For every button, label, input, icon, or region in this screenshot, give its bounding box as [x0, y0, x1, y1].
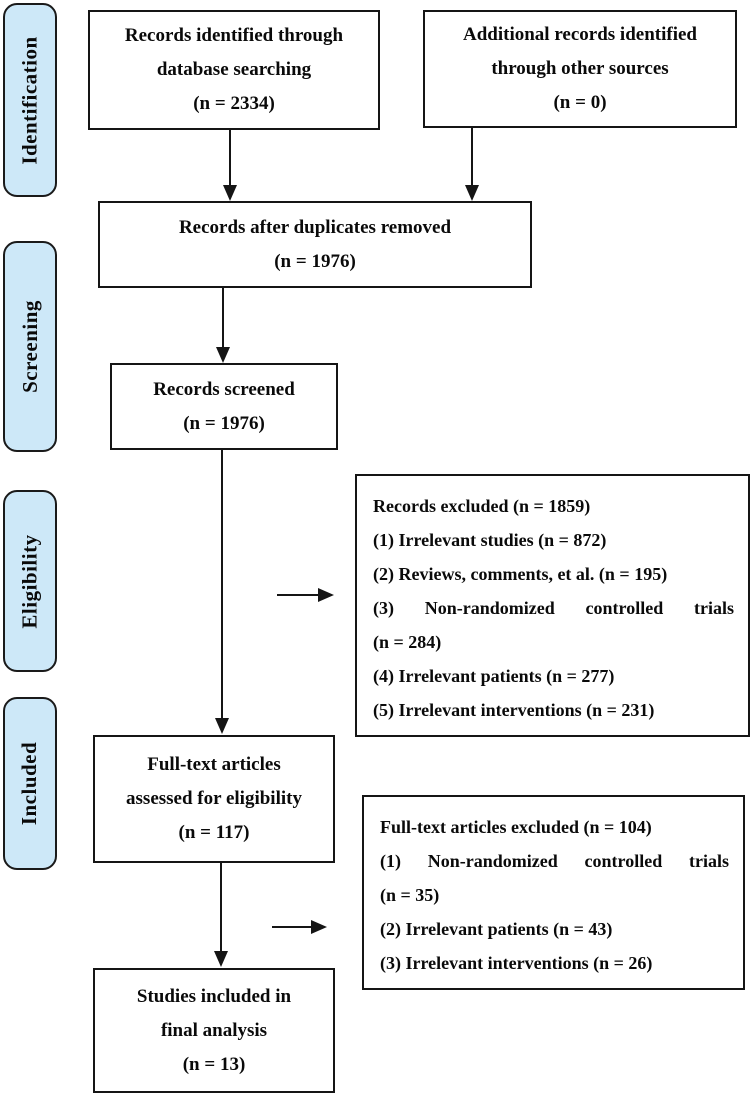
arrow-duplicates-to-screened-line [222, 288, 224, 347]
box-fulltext-assessed: Full-text articles assessed for eligibil… [93, 735, 335, 863]
fulltext-excluded-item-1: (1) Non-randomized controlled trials [380, 851, 729, 871]
stage-label-included-text: Included [17, 741, 42, 826]
box-included-final: Studies included in final analysis (n = … [93, 968, 335, 1093]
arrow-screened-to-fulltext-line [221, 450, 223, 718]
arrow-additional-to-duplicates-head [465, 185, 479, 201]
box-fulltext-assessed-line1: Full-text articles [147, 754, 281, 775]
arrow-additional-to-duplicates-line [471, 128, 473, 185]
arrow-fulltext-to-final-head [214, 951, 228, 967]
records-excluded-item-2: (2) Reviews, comments, et al. (n = 195) [373, 564, 668, 584]
records-excluded-item-4: (4) Irrelevant patients (n = 277) [373, 666, 615, 686]
box-included-final-line1: Studies included in [136, 985, 292, 1007]
box-records-screened-count: (n = 1976) [183, 412, 265, 434]
box-records-screened-line1: Records screened [153, 378, 295, 400]
box-records-identified-count: (n = 2334) [193, 93, 275, 114]
box-duplicates-removed-line1: Records after duplicates removed [178, 216, 452, 238]
box-additional-records: Additional records identified through ot… [423, 10, 737, 128]
arrow-identified-to-duplicates-head [223, 185, 237, 201]
records-excluded-item-1: (1) Irrelevant studies (n = 872) [373, 530, 607, 550]
fulltext-excluded-item-3: (3) Irrelevant interventions (n = 26) [380, 953, 653, 973]
box-additional-records-count: (n = 0) [553, 92, 607, 113]
records-excluded-item-5: (5) Irrelevant interventions (n = 231) [373, 700, 655, 720]
arrow-to-records-excluded-line [277, 594, 318, 596]
box-included-final-count: (n = 13) [182, 1053, 246, 1075]
box-records-identified: Records identified through database sear… [88, 10, 380, 130]
records-excluded-title: Records excluded (n = 1859) [373, 496, 591, 516]
stage-label-identification: Identification [3, 3, 57, 197]
stage-label-eligibility-text: Eligibility [17, 533, 42, 629]
box-additional-records-line1: Additional records identified [463, 24, 697, 45]
stage-label-eligibility: Eligibility [3, 490, 57, 672]
arrow-to-fulltext-excluded-head [311, 920, 327, 934]
stage-label-screening: Screening [3, 241, 57, 452]
arrow-duplicates-to-screened-head [216, 347, 230, 363]
stage-label-screening-text: Screening [17, 300, 42, 393]
box-records-excluded: Records excluded (n = 1859) (1) Irreleva… [355, 474, 750, 737]
fulltext-excluded-item-2: (2) Irrelevant patients (n = 43) [380, 919, 613, 939]
box-additional-records-line2: through other sources [491, 58, 669, 79]
box-duplicates-removed-count: (n = 1976) [274, 250, 356, 272]
stage-label-included: Included [3, 697, 57, 870]
stage-label-identification-text: Identification [17, 35, 42, 165]
fulltext-excluded-item-1-count: (n = 35) [380, 885, 440, 905]
box-records-screened: Records screened (n = 1976) [110, 363, 338, 450]
box-duplicates-removed: Records after duplicates removed (n = 19… [98, 201, 532, 288]
box-fulltext-excluded: Full-text articles excluded (n = 104) (1… [362, 795, 745, 990]
box-fulltext-assessed-count: (n = 117) [178, 822, 250, 843]
arrow-to-records-excluded-head [318, 588, 334, 602]
fulltext-excluded-title: Full-text articles excluded (n = 104) [380, 817, 652, 837]
arrow-to-fulltext-excluded-line [272, 926, 311, 928]
box-fulltext-assessed-line2: assessed for eligibility [126, 788, 302, 809]
box-records-identified-line1: Records identified through [124, 25, 344, 46]
arrow-identified-to-duplicates-line [229, 130, 231, 185]
box-records-identified-line2: database searching [156, 59, 312, 80]
arrow-fulltext-to-final-line [220, 863, 222, 951]
box-included-final-line2: final analysis [160, 1019, 268, 1041]
records-excluded-item-3-count: (n = 284) [373, 632, 442, 652]
arrow-screened-to-fulltext-head [215, 718, 229, 734]
records-excluded-item-3: (3) Non-randomized controlled trials [373, 598, 734, 618]
